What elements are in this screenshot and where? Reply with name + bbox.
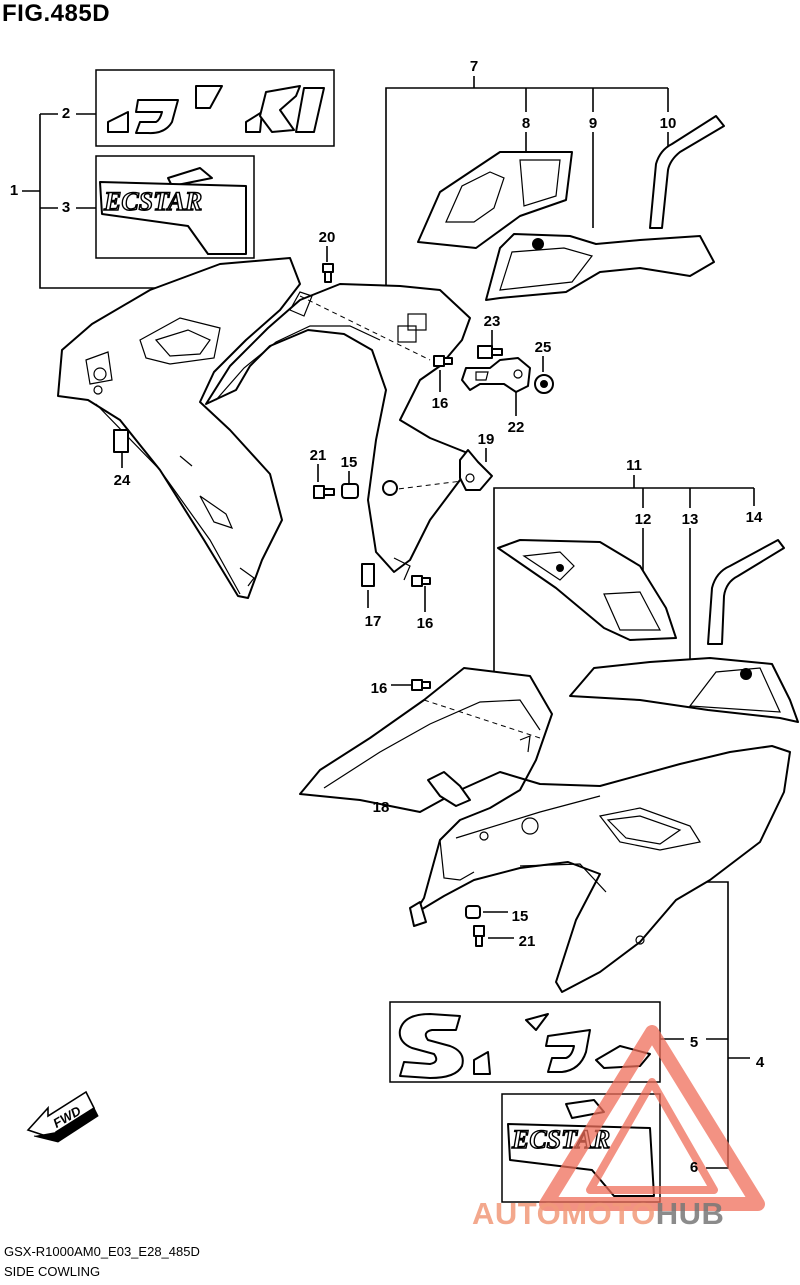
callout-21-13: 21	[310, 447, 327, 464]
part-24-clip	[113, 429, 129, 453]
decal-part-13	[569, 657, 799, 723]
callout-20-7: 20	[319, 229, 336, 246]
callout-16-10: 16	[432, 395, 449, 412]
lower-ecstar-wordmark: ECSTAR	[510, 1124, 611, 1154]
callout-13-18: 13	[682, 511, 699, 528]
decal-box-3: ECSTAR	[95, 155, 255, 259]
upper-ecstar-wordmark: ECSTAR	[102, 186, 203, 216]
callout-25-9: 25	[535, 339, 552, 356]
callout-17-20: 17	[365, 613, 382, 630]
screw-16-mid	[411, 575, 431, 587]
fwd-arrow-icon: FWD	[26, 1090, 99, 1143]
screw-16-upper	[433, 355, 453, 367]
decal-box-2	[95, 69, 335, 147]
screw-20	[322, 263, 334, 283]
callout-12-17: 12	[635, 511, 652, 528]
nut-15-upper	[341, 483, 359, 499]
hardware-upper	[313, 263, 554, 587]
callout-19-12: 19	[478, 431, 495, 448]
callout-11-16: 11	[626, 457, 642, 474]
callout-21-25: 21	[519, 933, 536, 950]
grommet-25	[534, 374, 554, 394]
figure-code: GSX-R1000AM0_E03_E28_485D	[4, 1244, 200, 1259]
callout-6-28: 6	[690, 1159, 698, 1176]
callout-1-0: 1	[10, 182, 18, 199]
bolt-23	[477, 345, 503, 359]
bracket-19	[459, 449, 493, 491]
decal-part-8	[417, 151, 573, 249]
watermark-logo-icon	[539, 1025, 765, 1211]
callout-24-15: 24	[114, 472, 131, 489]
decal-part-14	[707, 539, 785, 645]
decal-box-5	[389, 1001, 661, 1083]
watermark-text-a: AUTO	[472, 1196, 562, 1231]
screw-21-upper	[313, 485, 335, 499]
watermark-text: AUTOMOTOHUB	[472, 1196, 724, 1232]
lower-side-cowling	[299, 667, 791, 993]
callout-5-26: 5	[690, 1034, 698, 1051]
callout-3-2: 3	[62, 199, 70, 216]
bracket-18	[427, 771, 471, 807]
decal-part-10	[649, 115, 725, 229]
lower-wordmark-text: ECSTAR	[511, 1125, 610, 1154]
callout-2-1: 2	[62, 105, 70, 122]
callout-10-6: 10	[660, 115, 677, 132]
callout-4-27: 4	[756, 1054, 765, 1071]
callout-9-5: 9	[589, 115, 597, 132]
clip-17	[361, 563, 375, 587]
upper-side-cowling	[57, 257, 301, 599]
figure-title: FIG.485D	[2, 0, 111, 27]
decal-part-9	[485, 233, 715, 301]
upper-wordmark-text: ECSTAR	[103, 187, 202, 216]
callout-18-23: 18	[373, 799, 390, 816]
nut-15-lower	[465, 905, 481, 919]
screw-16-lower	[411, 679, 431, 691]
watermark-text-b: MOTO	[561, 1196, 656, 1231]
callout-23-8: 23	[484, 313, 501, 330]
callout-16-21: 16	[417, 615, 434, 632]
callout-22-11: 22	[508, 419, 525, 436]
screw-21-lower	[473, 925, 485, 947]
bracket-22	[461, 357, 531, 393]
callout-8-4: 8	[522, 115, 530, 132]
decal-part-12	[497, 539, 677, 641]
callout-15-14: 15	[341, 454, 358, 471]
watermark-text-c: HUB	[655, 1196, 725, 1231]
figure-caption: SIDE COWLING	[4, 1264, 101, 1279]
hardware-lower	[411, 679, 485, 947]
callout-7-3: 7	[470, 58, 478, 75]
callout-16-22: 16	[371, 680, 388, 697]
callout-15-24: 15	[512, 908, 529, 925]
callout-14-19: 14	[746, 509, 763, 526]
